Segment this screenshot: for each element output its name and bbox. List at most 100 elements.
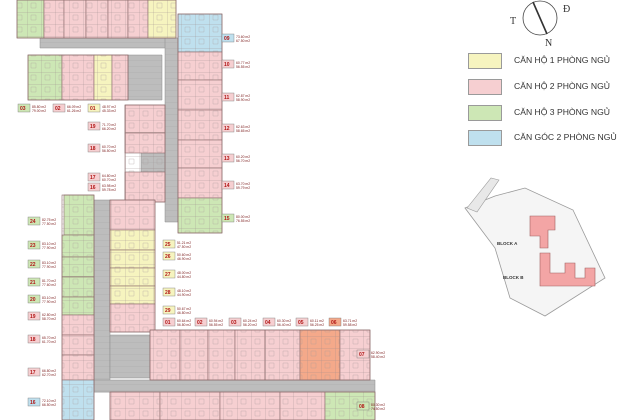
svg-text:14: 14: [224, 183, 230, 189]
svg-text:18: 18: [90, 146, 96, 152]
svg-text:26: 26: [165, 254, 171, 260]
svg-text:21: 21: [30, 280, 36, 286]
svg-text:60.64 m2: 60.64 m2: [177, 319, 191, 323]
compass-needle-icon: [532, 1, 548, 35]
svg-text:03: 03: [20, 106, 26, 112]
svg-text:80.30 m2: 80.30 m2: [371, 403, 385, 407]
svg-text:66.09 m2: 66.09 m2: [67, 105, 81, 109]
svg-text:77.60 m2: 77.60 m2: [42, 283, 56, 287]
svg-text:71.70 m2: 71.70 m2: [102, 123, 116, 127]
svg-text:77.90 m2: 77.90 m2: [42, 265, 56, 269]
svg-text:80.00 m2: 80.00 m2: [236, 215, 250, 219]
svg-text:82.75 m2: 82.75 m2: [42, 218, 56, 222]
svg-text:06: 06: [331, 320, 337, 326]
svg-text:09: 09: [224, 36, 230, 42]
legend-label-3br: CĂN HỘ 3 PHÒNG NGỦ: [514, 107, 610, 117]
svg-text:44.80 m2: 44.80 m2: [177, 275, 191, 279]
svg-text:62.90 m2: 62.90 m2: [371, 351, 385, 355]
svg-text:02: 02: [55, 106, 61, 112]
svg-text:61.26 m2: 61.26 m2: [67, 109, 81, 113]
svg-text:83.10 m2: 83.10 m2: [42, 261, 56, 265]
svg-text:63.70 m2: 63.70 m2: [236, 182, 250, 186]
svg-text:17: 17: [30, 370, 36, 376]
compass-letter-n: N: [545, 38, 552, 49]
svg-text:61.70 m2: 61.70 m2: [42, 340, 56, 344]
svg-text:77.90 m2: 77.90 m2: [42, 300, 56, 304]
svg-text:72.10 m2: 72.10 m2: [42, 399, 56, 403]
svg-text:74.50 m2: 74.50 m2: [371, 407, 385, 411]
svg-text:01: 01: [165, 320, 171, 326]
svg-text:59.78 m2: 59.78 m2: [102, 188, 116, 192]
svg-text:56.20 m2: 56.20 m2: [243, 323, 257, 327]
svg-text:23: 23: [30, 243, 36, 249]
svg-text:47.50 m2: 47.50 m2: [177, 245, 191, 249]
compass-letter-d: Đ: [563, 4, 570, 15]
legend-swatch-3br: [468, 105, 502, 121]
svg-text:65.70 m2: 65.70 m2: [42, 336, 56, 340]
svg-text:13: 13: [224, 156, 230, 162]
svg-text:66.80 m2: 66.80 m2: [42, 369, 56, 373]
svg-text:50.67 m2: 50.67 m2: [177, 307, 191, 311]
svg-text:18: 18: [30, 337, 36, 343]
legend-label-1br: CĂN HỘ 1 PHÒNG NGỦ: [514, 55, 610, 65]
svg-text:60.11 m2: 60.11 m2: [310, 319, 324, 323]
site-boundary: [464, 187, 606, 317]
block-a-label: BLOCK A: [497, 241, 518, 246]
svg-text:45.33 m2: 45.33 m2: [102, 109, 116, 113]
block-b-label: BLOCK B: [503, 275, 524, 280]
svg-text:27: 27: [165, 272, 171, 278]
block-b-left: [61, 194, 95, 420]
svg-text:15: 15: [224, 216, 230, 222]
svg-text:10: 10: [224, 62, 230, 68]
svg-text:24: 24: [30, 219, 36, 225]
svg-text:56.55 m2: 56.55 m2: [209, 323, 223, 327]
legend-swatch-2br: [468, 79, 502, 95]
legend-item-1br: CĂN HỘ 1 PHÒNG NGỦ: [468, 53, 618, 71]
site-access-road: [466, 177, 500, 213]
site-plan: BLOCK A BLOCK B: [464, 177, 606, 317]
svg-text:76.55 m2: 76.55 m2: [236, 219, 250, 223]
svg-text:17: 17: [90, 175, 96, 181]
svg-text:60.70 m2: 60.70 m2: [102, 178, 116, 182]
svg-text:02: 02: [197, 320, 203, 326]
svg-text:22: 22: [30, 262, 36, 268]
svg-text:58.90 m2: 58.90 m2: [236, 98, 250, 102]
svg-text:56.50 m2: 56.50 m2: [102, 149, 116, 153]
svg-text:62.63 m2: 62.63 m2: [236, 125, 250, 129]
svg-text:04: 04: [265, 320, 271, 326]
svg-text:62.80 m2: 62.80 m2: [42, 313, 56, 317]
legend-label-corner-2br: CĂN GÓC 2 PHÒNG NGỦ: [514, 132, 617, 142]
svg-text:81.70 m2: 81.70 m2: [42, 279, 56, 283]
svg-text:56.70 m2: 56.70 m2: [236, 159, 250, 163]
svg-text:19: 19: [90, 124, 96, 130]
svg-text:83.10 m2: 83.10 m2: [42, 242, 56, 246]
svg-text:60.20 m2: 60.20 m2: [236, 155, 250, 159]
legend-item-2br: CĂN HỘ 2 PHÒNG NGỦ: [468, 79, 618, 97]
svg-text:28: 28: [165, 290, 171, 296]
svg-text:60.70 m2: 60.70 m2: [102, 145, 116, 149]
svg-text:77.90 m2: 77.90 m2: [42, 246, 56, 250]
svg-text:85.80 m2: 85.80 m2: [32, 105, 46, 109]
legend-item-corner-2br: CĂN GÓC 2 PHÒNG NGỦ: [468, 130, 618, 148]
